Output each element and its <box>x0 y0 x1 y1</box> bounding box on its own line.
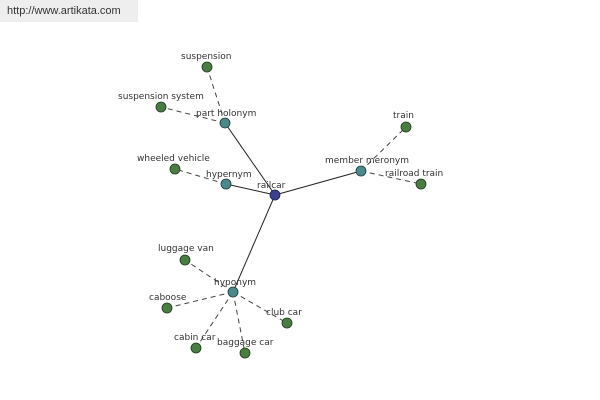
edge-member-meronym-railroad-train <box>360 170 422 185</box>
label-railroad-train: railroad train <box>385 169 443 179</box>
node-labels: railcar part holonym hypernym member mer… <box>118 52 443 348</box>
label-wheeled-vehicle: wheeled vehicle <box>137 154 210 164</box>
dashed-edges <box>160 66 422 354</box>
label-railcar: railcar <box>257 181 286 191</box>
label-part-holonym: part holonym <box>196 109 256 119</box>
edge-part-holonym-suspension-system <box>160 106 226 124</box>
edge-root-part-holonym <box>224 122 276 196</box>
edge-member-meronym-train <box>360 126 407 172</box>
edge-hyponym-caboose <box>166 291 234 309</box>
node-railcar[interactable] <box>269 189 281 201</box>
edge-hyponym-club-car <box>232 291 288 324</box>
solid-edges <box>224 122 362 293</box>
label-cabin-car: cabin car <box>174 333 216 343</box>
edge-root-hypernym <box>225 183 276 196</box>
leaf-nodes <box>155 61 427 359</box>
node-suspension-system[interactable] <box>155 101 167 113</box>
edge-hyponym-baggage-car <box>232 291 246 354</box>
node-caboose[interactable] <box>161 302 173 314</box>
label-suspension: suspension <box>181 52 231 62</box>
node-hyponym[interactable] <box>227 286 239 298</box>
node-luggage-van[interactable] <box>179 254 191 266</box>
node-baggage-car[interactable] <box>239 347 251 359</box>
label-caboose: caboose <box>149 293 187 303</box>
node-part-holonym[interactable] <box>219 117 231 129</box>
node-railroad-train[interactable] <box>415 178 427 190</box>
label-member-meronym: member meronym <box>325 156 409 166</box>
label-train: train <box>393 111 414 121</box>
node-hypernym[interactable] <box>220 178 232 190</box>
edge-hyponym-cabin-car <box>195 291 234 349</box>
label-suspension-system: suspension system <box>118 92 204 102</box>
node-wheeled-vehicle[interactable] <box>169 163 181 175</box>
node-club-car[interactable] <box>281 317 293 329</box>
label-club-car: club car <box>266 308 302 318</box>
node-suspension[interactable] <box>201 61 213 73</box>
edge-hyponym-luggage-van <box>184 259 234 293</box>
watermark-url: http://www.artikata.com <box>0 0 138 22</box>
label-luggage-van: luggage van <box>158 244 214 254</box>
edge-part-holonym-suspension <box>206 66 226 124</box>
edge-root-member-meronym <box>274 170 362 196</box>
edge-root-hyponym <box>232 194 276 293</box>
relation-nodes <box>219 117 367 298</box>
label-hyponym: hyponym <box>214 278 256 288</box>
node-member-meronym[interactable] <box>355 165 367 177</box>
node-cabin-car[interactable] <box>190 342 202 354</box>
label-baggage-car: baggage car <box>217 338 274 348</box>
node-train[interactable] <box>400 121 412 133</box>
label-hypernym: hypernym <box>206 170 252 180</box>
